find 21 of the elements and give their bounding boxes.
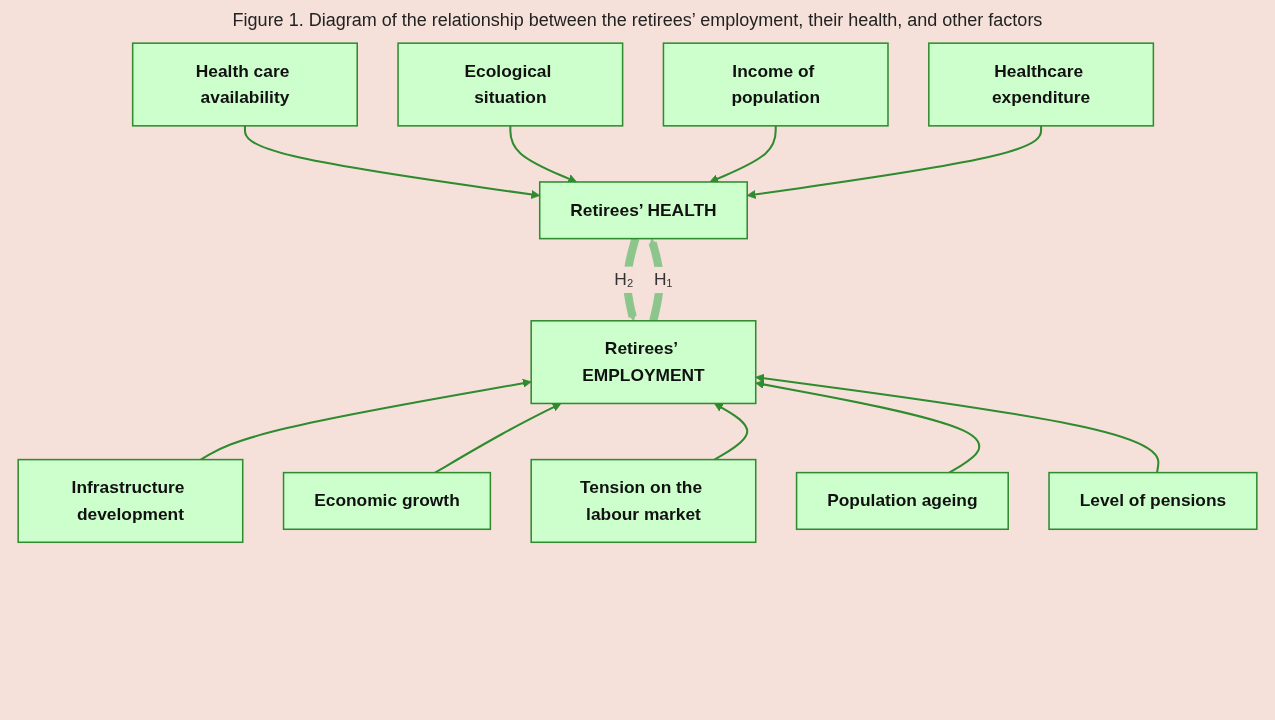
node-box: Healthcare expenditure — [928, 42, 1155, 127]
node-box: Tension on the labour market — [530, 458, 757, 544]
arrow — [713, 403, 749, 461]
node-box: Income of population — [662, 42, 889, 127]
node-box: Population ageing — [795, 471, 1009, 531]
arrow — [434, 403, 562, 474]
node-box: Ecological situation — [397, 42, 624, 127]
node-box: Economic growth — [282, 471, 492, 531]
arrow — [755, 373, 1160, 473]
arrow — [709, 125, 777, 183]
edge-label: H₁ — [653, 269, 673, 290]
arrow — [755, 380, 981, 474]
node-box: Health care availability — [131, 42, 358, 127]
node-box: Retirees’ EMPLOYMENT — [530, 320, 757, 405]
node-box: Level of pensions — [1048, 471, 1258, 531]
node-box: Retirees’ HEALTH — [538, 181, 748, 240]
figure-title: Figure 1. Diagram of the relationship between the retirees’ employment, their health, and other factors — [231, 9, 1044, 32]
arrow — [509, 125, 577, 183]
node-box: Infrastructure development — [17, 458, 244, 544]
arrow — [200, 378, 532, 461]
edge-label: H₂ — [614, 269, 634, 289]
